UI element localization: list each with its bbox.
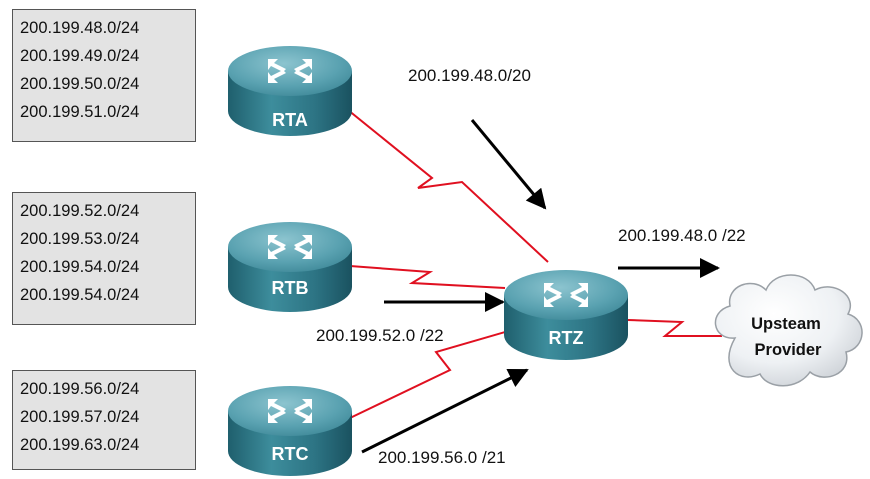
route-label-rtz-summary: 200.199.48.0 /22 bbox=[618, 226, 746, 245]
router-arrows-icon bbox=[268, 399, 312, 423]
route-label-rtb-summary: 200.199.52.0 /22 bbox=[316, 326, 444, 345]
network-entry: 200.199.54.0/24 bbox=[20, 258, 140, 276]
router-rta-label: RTA bbox=[272, 110, 308, 130]
route-label-rtc-summary: 200.199.56.0 /21 bbox=[378, 448, 506, 467]
rtc-networks-box: 200.199.56.0/24 200.199.57.0/24 200.199.… bbox=[12, 370, 196, 470]
rtb-networks-box: 200.199.52.0/24 200.199.53.0/24 200.199.… bbox=[12, 192, 196, 325]
network-entry: 200.199.51.0/24 bbox=[20, 103, 140, 121]
router-rtb-label: RTB bbox=[272, 278, 309, 298]
network-entry: 200.199.48.0/24 bbox=[20, 19, 140, 37]
network-entry: 200.199.49.0/24 bbox=[20, 47, 140, 65]
link-rtz-cloud bbox=[627, 319, 722, 337]
router-rtz: RTZ bbox=[504, 270, 628, 360]
network-entry: 200.199.57.0/24 bbox=[20, 408, 140, 426]
router-rtc-label: RTC bbox=[272, 444, 309, 464]
router-arrows-icon bbox=[268, 235, 312, 259]
link-rtc-rtz bbox=[349, 329, 513, 419]
cloud-label-line1: Upsteam bbox=[751, 315, 821, 333]
router-rta: RTA bbox=[228, 46, 352, 136]
link-rta-rtz bbox=[347, 109, 549, 263]
network-entry: 200.199.56.0/24 bbox=[20, 380, 140, 398]
router-rtb: RTB bbox=[228, 222, 352, 312]
cloud-icon bbox=[714, 274, 863, 387]
links bbox=[347, 109, 722, 419]
arrows bbox=[361, 119, 720, 454]
router-rtz-label: RTZ bbox=[549, 328, 584, 348]
network-entry: 200.199.52.0/24 bbox=[20, 202, 140, 220]
router-arrows-icon bbox=[268, 59, 312, 83]
arrow-rtc-summary bbox=[361, 368, 529, 454]
network-entry: 200.199.54.0/24 bbox=[20, 286, 140, 304]
network-entry: 200.199.53.0/24 bbox=[20, 230, 140, 248]
router-arrows-icon bbox=[544, 283, 588, 307]
arrow-rta-summary bbox=[470, 119, 547, 210]
rta-networks-box: 200.199.48.0/24 200.199.49.0/24 200.199.… bbox=[12, 9, 196, 142]
link-rtb-rtz bbox=[349, 265, 506, 289]
upstream-provider-cloud: Upsteam Provider bbox=[714, 274, 863, 387]
cloud-label-line2: Provider bbox=[755, 341, 823, 359]
network-entry: 200.199.50.0/24 bbox=[20, 75, 140, 93]
router-rtc: RTC bbox=[228, 386, 352, 476]
route-label-rta-summary: 200.199.48.0/20 bbox=[408, 66, 531, 85]
network-entry: 200.199.63.0/24 bbox=[20, 436, 140, 454]
